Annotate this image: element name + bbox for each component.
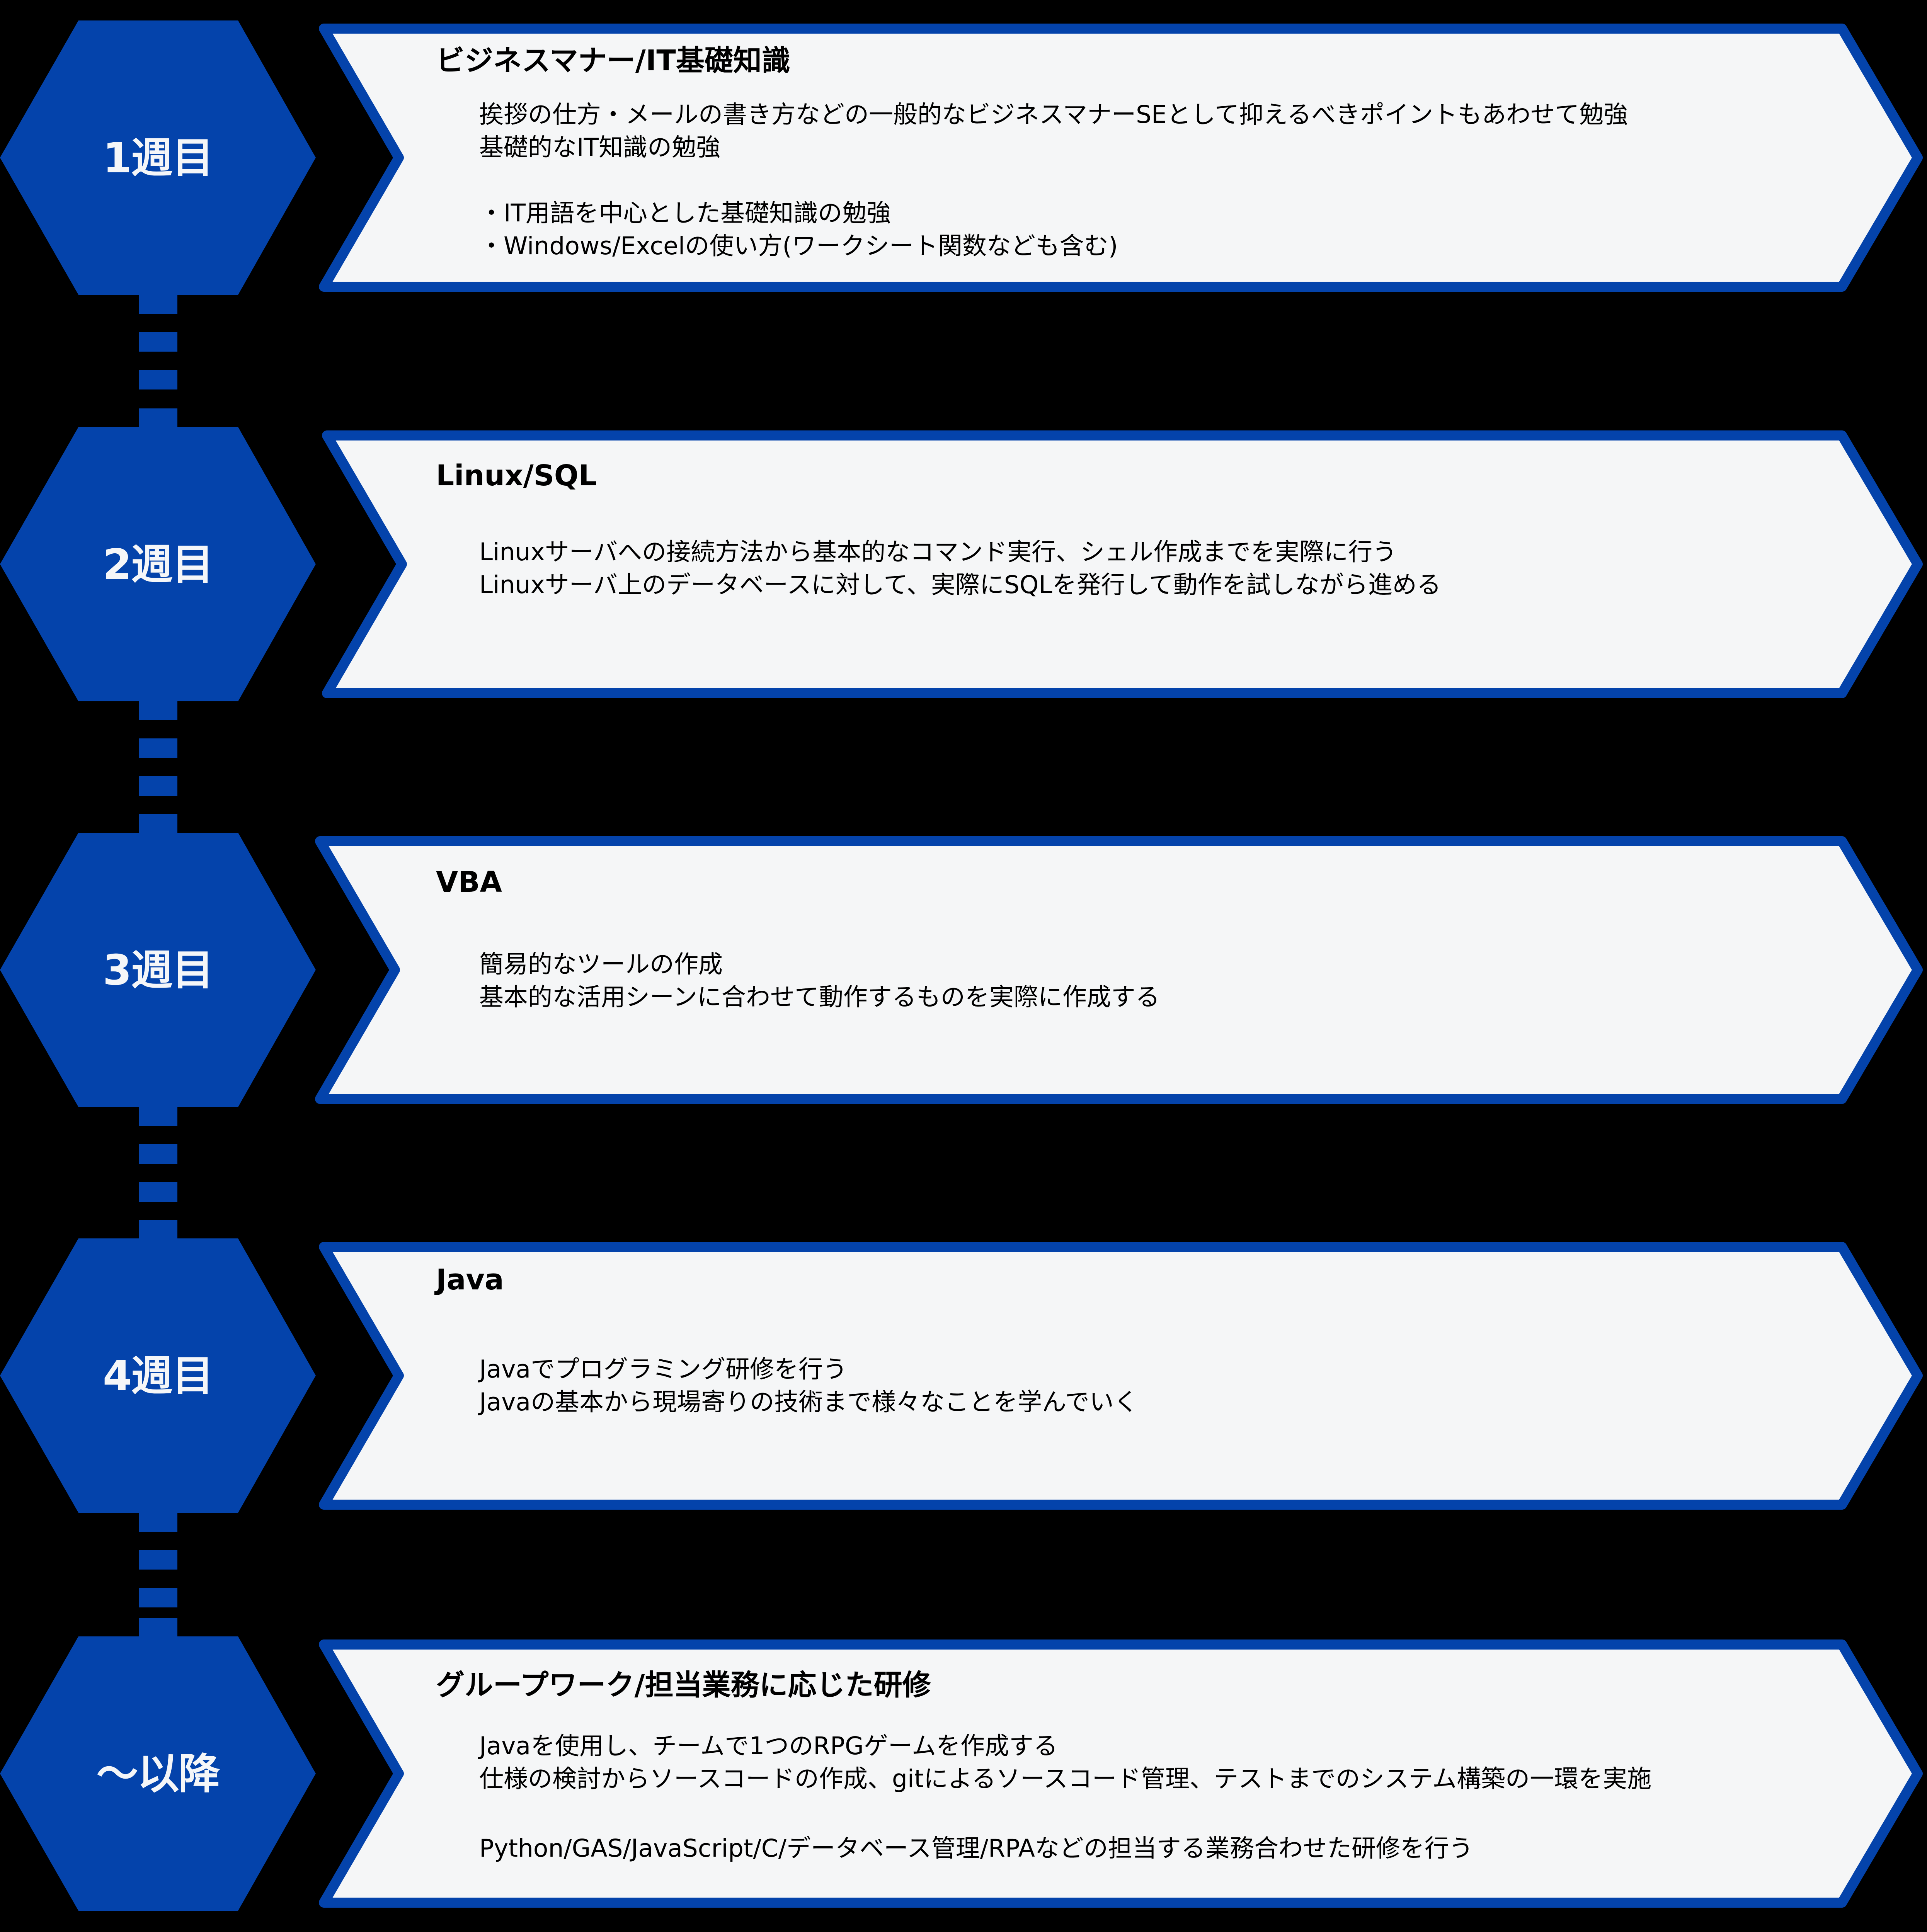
- timeline-connectors: [139, 294, 177, 1638]
- step-1-line-2: 基礎的なIT知識の勉強: [479, 133, 721, 162]
- step-5-line-2: 仕様の検討からソースコードの作成、gitによるソースコード管理、テストまでのシス…: [479, 1765, 1652, 1793]
- step-5-spacer: [479, 1795, 1651, 1832]
- step-1-bullet-2: ・Windows/Excelの使い方(ワークシート関数なども含む): [479, 232, 1118, 260]
- step-label-week-4: 4週目: [102, 1352, 214, 1400]
- hexagon-step-1: [0, 20, 316, 295]
- step-5-line-3: Python/GAS/JavaScript/C/データベース管理/RPAなどの担…: [479, 1834, 1473, 1862]
- step-3-line-2: 基本的な活用シーンに合わせて動作するものを実際に作成する: [479, 983, 1160, 1011]
- step-2-line-1: Linuxサーバへの接続方法から基本的なコマンド実行、シェル作成までを実際に行う: [479, 538, 1397, 566]
- step-label-after: ～以降: [96, 1750, 220, 1798]
- step-3-line-1: 簡易的なツールの作成: [479, 950, 723, 978]
- step-4-line-2: Javaの基本から現場寄りの技術まで様々なことを学んでいく: [479, 1388, 1138, 1416]
- step-body-2: Linuxサーバへの接続方法から基本的なコマンド実行、シェル作成までを実際に行う…: [479, 536, 1441, 601]
- step-body-1: 挨拶の仕方・メールの書き方などの一般的なビジネスマナーSEとして抑えるべきポイン…: [479, 98, 1628, 262]
- step-title-2: Linux/SQL: [436, 459, 597, 492]
- step-body-3: 簡易的なツールの作成 基本的な活用シーンに合わせて動作するものを実際に作成する: [479, 948, 1160, 1014]
- hexagon-step-2: [0, 427, 316, 701]
- step-body-4: Javaでプログラミング研修を行う Javaの基本から現場寄りの技術まで様々なこ…: [479, 1353, 1138, 1418]
- step-1-spacer: [479, 164, 1628, 197]
- step-label-week-1: 1週目: [102, 134, 214, 182]
- step-5-line-1: Javaを使用し、チームで1つのRPGゲームを作成する: [479, 1732, 1058, 1760]
- step-4-line-1: Javaでプログラミング研修を行う: [479, 1355, 848, 1383]
- chevron-panel-step-1: [319, 24, 1923, 292]
- hexagon-step-4: [0, 1238, 316, 1513]
- step-1-bullet-1: ・IT用語を中心とした基礎知識の勉強: [479, 199, 891, 227]
- chevron-panel-step-4: [319, 1242, 1923, 1510]
- chevron-panel-step-3: [315, 836, 1923, 1104]
- chevron-panel-step-5: [319, 1639, 1923, 1908]
- step-1-line-1: 挨拶の仕方・メールの書き方などの一般的なビジネスマナーSEとして抑えるべきポイン…: [479, 100, 1628, 129]
- step-title-3: VBA: [436, 866, 502, 899]
- step-body-5: Javaを使用し、チームで1つのRPGゲームを作成する 仕様の検討からソースコー…: [479, 1730, 1651, 1865]
- hexagon-step-3: [0, 833, 316, 1107]
- step-title-1: ビジネスマナー/IT基礎知識: [436, 44, 790, 77]
- step-title-4: Java: [436, 1263, 504, 1296]
- step-label-week-3: 3週目: [102, 946, 214, 995]
- step-title-5: グループワーク/担当業務に応じた研修: [436, 1668, 931, 1702]
- hexagon-step-5: [0, 1636, 316, 1911]
- step-label-week-2: 2週目: [102, 541, 214, 589]
- chevron-panel-step-2: [322, 430, 1923, 698]
- step-2-line-2: Linuxサーバ上のデータベースに対して、実際にSQLを発行して動作を試しながら…: [479, 571, 1441, 599]
